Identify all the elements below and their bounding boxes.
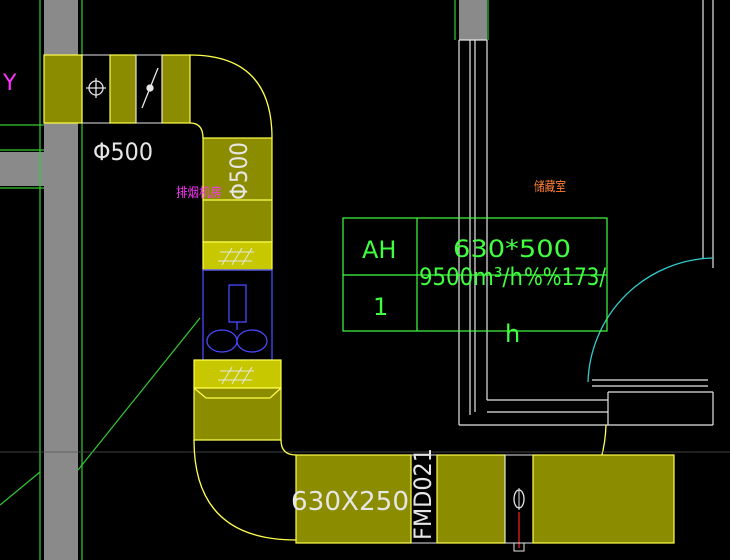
wall-column-top-right (459, 0, 487, 40)
duct-top-horizontal[interactable] (43, 54, 191, 124)
door-swing-arc (587, 257, 714, 383)
table-count: 1 (373, 293, 388, 321)
duct-elbow-top (189, 54, 273, 139)
damper-tag: FMD021 (409, 448, 437, 540)
wall-beam-left (0, 152, 44, 186)
storage-room-label: 储藏室 (534, 179, 566, 195)
filter-hatch-icon-lower (193, 359, 282, 389)
damper-icon-bottom (513, 488, 525, 552)
filter-hatch-icon (202, 241, 273, 271)
duct-bottom-horizontal[interactable] (295, 454, 675, 544)
duct-diameter-vertical: Φ500 (225, 142, 253, 200)
wall-outline-right (458, 0, 714, 426)
duct-diameter-horizontal: Φ500 (93, 138, 153, 166)
table-airflow: 9500m³/h (419, 263, 523, 291)
fan-icon (202, 269, 273, 361)
duct-size-bottom: 630X250 (291, 487, 409, 517)
duct-transition[interactable] (193, 387, 282, 441)
table-tag: AH (362, 236, 396, 264)
table-overflow-text: %%173/ (524, 263, 607, 291)
butterfly-damper-icon (86, 67, 159, 109)
duct-vertical[interactable] (202, 137, 273, 243)
duct-elbow-bottom (193, 439, 297, 541)
equipment-table[interactable] (342, 217, 608, 332)
left-edge-letter: Y (2, 71, 17, 96)
table-size: 630*500 (453, 235, 571, 263)
table-unit-suffix: h (505, 320, 520, 348)
fan-room-label: 排烟机房 (176, 185, 222, 201)
